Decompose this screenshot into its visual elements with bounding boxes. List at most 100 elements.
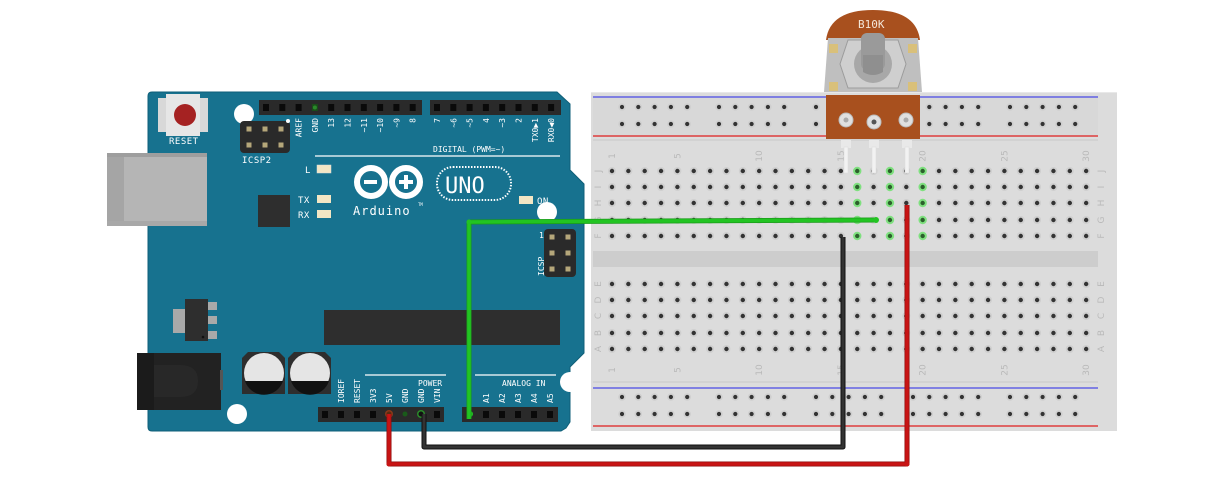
breadboard-hole[interactable] <box>707 233 713 239</box>
breadboard-hole[interactable] <box>1083 217 1089 223</box>
rail-hole[interactable] <box>943 411 948 417</box>
breadboard-hole[interactable] <box>1002 200 1007 206</box>
breadboard-hole[interactable] <box>822 330 827 336</box>
rail-hole[interactable] <box>668 104 674 110</box>
breadboard-hole[interactable] <box>822 281 827 287</box>
breadboard-hole[interactable] <box>1002 168 1007 174</box>
rail-hole[interactable] <box>1007 411 1013 417</box>
breadboard-hole[interactable] <box>756 313 762 319</box>
breadboard-hole[interactable] <box>724 346 729 352</box>
header-pin[interactable] <box>377 104 384 111</box>
rail-hole[interactable] <box>765 104 771 110</box>
breadboard-hole[interactable] <box>626 281 631 287</box>
breadboard-hole[interactable] <box>1067 168 1073 174</box>
breadboard-hole[interactable] <box>609 233 615 239</box>
breadboard-hole[interactable] <box>1018 330 1023 336</box>
breadboard-hole[interactable] <box>1083 346 1089 352</box>
breadboard-hole[interactable] <box>1067 330 1073 336</box>
breadboard-hole[interactable] <box>1051 297 1056 303</box>
header-pin[interactable] <box>402 411 408 417</box>
breadboard-hole[interactable] <box>1051 281 1056 287</box>
breadboard-hole[interactable] <box>789 233 795 239</box>
rail-hole[interactable] <box>1024 394 1029 400</box>
rail-hole[interactable] <box>910 411 916 417</box>
breadboard-hole[interactable] <box>756 168 762 174</box>
breadboard-hole[interactable] <box>1051 346 1056 352</box>
breadboard-hole[interactable] <box>740 281 745 287</box>
breadboard-hole[interactable] <box>740 346 745 352</box>
breadboard-hole[interactable] <box>1018 168 1023 174</box>
rail-hole[interactable] <box>813 411 819 417</box>
breadboard-hole[interactable] <box>626 346 631 352</box>
header-pin[interactable] <box>531 411 537 418</box>
breadboard-hole[interactable] <box>936 281 942 287</box>
rail-hole[interactable] <box>1040 104 1045 110</box>
breadboard-hole[interactable] <box>1083 330 1089 336</box>
breadboard-hole[interactable] <box>920 313 925 319</box>
breadboard-hole[interactable] <box>871 313 876 319</box>
rail-hole[interactable] <box>862 411 868 417</box>
rail-hole[interactable] <box>685 411 690 417</box>
breadboard-hole[interactable] <box>724 313 729 319</box>
rail-hole[interactable] <box>959 121 965 127</box>
breadboard-hole[interactable] <box>756 281 762 287</box>
rail-hole[interactable] <box>976 104 981 110</box>
rail-hole[interactable] <box>959 104 965 110</box>
breadboard-hole[interactable] <box>773 330 778 336</box>
breadboard-hole[interactable] <box>642 346 647 352</box>
breadboard-hole[interactable] <box>855 233 860 239</box>
breadboard-hole[interactable] <box>953 200 958 206</box>
breadboard-hole[interactable] <box>953 233 958 239</box>
breadboard-hole[interactable] <box>953 313 958 319</box>
breadboard-hole[interactable] <box>642 297 647 303</box>
breadboard-hole[interactable] <box>871 200 876 206</box>
breadboard-hole[interactable] <box>969 217 974 223</box>
breadboard-hole[interactable] <box>773 313 778 319</box>
breadboard-hole[interactable] <box>969 297 974 303</box>
rail-hole[interactable] <box>716 411 722 417</box>
rail-hole[interactable] <box>976 394 981 400</box>
breadboard-hole[interactable] <box>1083 313 1089 319</box>
breadboard-hole[interactable] <box>920 217 925 223</box>
breadboard-hole[interactable] <box>1034 200 1040 206</box>
breadboard-hole[interactable] <box>658 233 664 239</box>
breadboard-hole[interactable] <box>887 233 893 239</box>
rail-hole[interactable] <box>668 394 674 400</box>
breadboard-hole[interactable] <box>822 297 827 303</box>
breadboard-hole[interactable] <box>626 200 631 206</box>
rail-hole[interactable] <box>668 411 674 417</box>
header-pin[interactable] <box>322 411 328 418</box>
breadboard-hole[interactable] <box>626 168 631 174</box>
breadboard-hole[interactable] <box>1034 281 1040 287</box>
breadboard-hole[interactable] <box>887 184 893 190</box>
breadboard-hole[interactable] <box>1002 281 1007 287</box>
breadboard-hole[interactable] <box>740 330 745 336</box>
rail-hole[interactable] <box>1007 394 1013 400</box>
rail-hole[interactable] <box>1040 394 1045 400</box>
rail-hole[interactable] <box>685 121 690 127</box>
rail-hole[interactable] <box>927 394 932 400</box>
breadboard-hole[interactable] <box>806 281 811 287</box>
breadboard-hole[interactable] <box>691 281 696 287</box>
breadboard-hole[interactable] <box>1002 330 1007 336</box>
rail-hole[interactable] <box>636 104 641 110</box>
breadboard-hole[interactable] <box>1018 297 1023 303</box>
breadboard-hole[interactable] <box>969 346 974 352</box>
breadboard-hole[interactable] <box>707 200 713 206</box>
header-pin[interactable] <box>360 104 367 111</box>
breadboard-hole[interactable] <box>985 200 991 206</box>
breadboard-hole[interactable] <box>724 330 729 336</box>
breadboard-hole[interactable] <box>642 281 647 287</box>
header-pin[interactable] <box>328 104 335 111</box>
breadboard-hole[interactable] <box>675 168 680 174</box>
breadboard-hole[interactable] <box>724 233 729 239</box>
header-pin[interactable] <box>279 104 286 111</box>
rail-hole[interactable] <box>652 411 657 417</box>
header-pin[interactable] <box>409 104 416 111</box>
breadboard-hole[interactable] <box>1051 217 1056 223</box>
breadboard-hole[interactable] <box>1018 281 1023 287</box>
breadboard-hole[interactable] <box>740 313 745 319</box>
breadboard-hole[interactable] <box>642 233 647 239</box>
breadboard-hole[interactable] <box>1083 281 1089 287</box>
breadboard-hole[interactable] <box>1002 184 1007 190</box>
